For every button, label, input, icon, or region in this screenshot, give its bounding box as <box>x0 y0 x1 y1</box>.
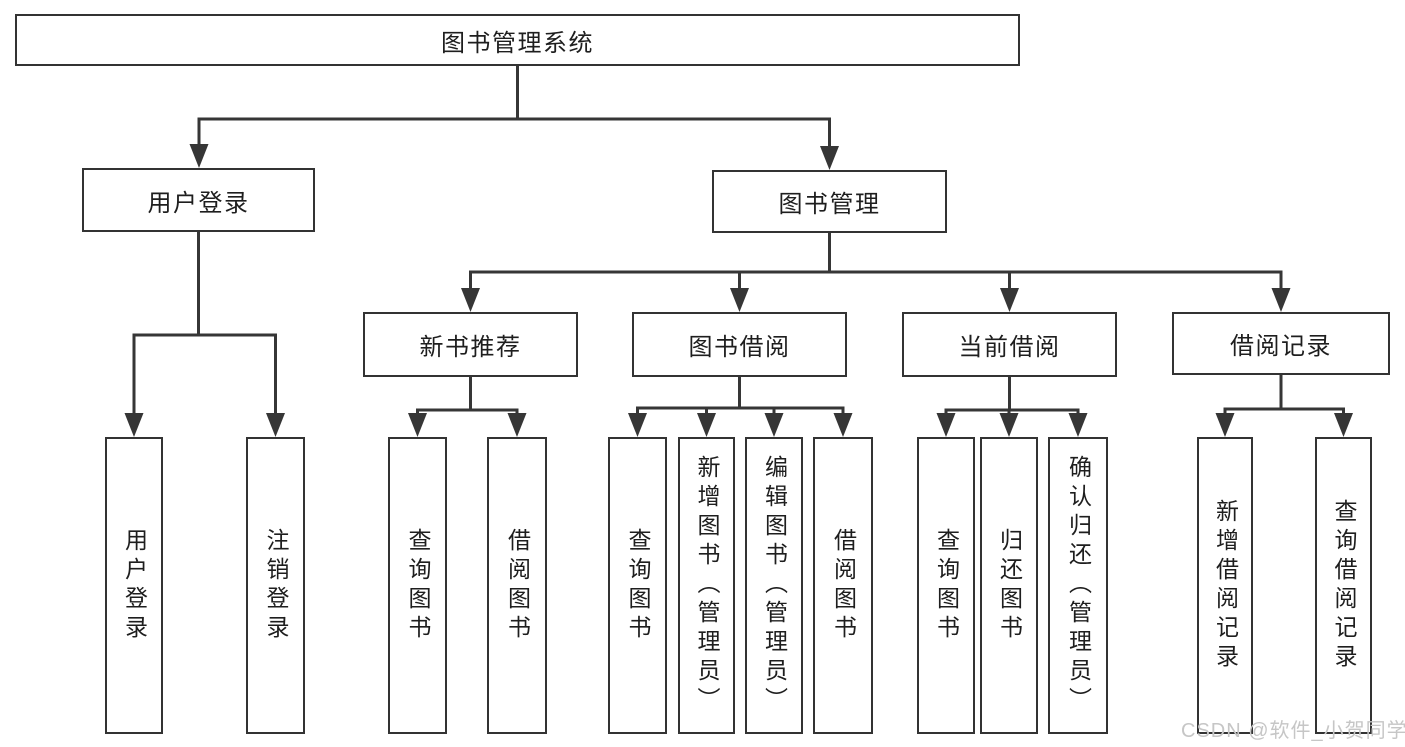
watermark: CSDN @软件_小贺同学 <box>1181 720 1405 742</box>
node-library-system: 图书管理系统 <box>15 14 1020 66</box>
arrowhead-icon <box>820 146 839 170</box>
arrowhead-icon <box>1334 413 1353 437</box>
node-borrowing-records: 借阅记录 <box>1172 312 1390 375</box>
node-current-borrowing: 当前借阅 <box>902 312 1117 377</box>
node-leaf-query-books-2: 查询图书 <box>608 437 667 734</box>
node-leaf-borrow-books-2: 借阅图书 <box>813 437 873 734</box>
arrowhead-icon <box>833 413 853 437</box>
arrowhead-icon <box>730 288 749 312</box>
arrowhead-icon <box>124 413 144 437</box>
arrowhead-icon <box>461 288 480 312</box>
node-leaf-confirm-return-admin: 确认归还（管理员） <box>1048 437 1108 734</box>
arrowhead-icon <box>507 413 527 437</box>
node-leaf-edit-book-admin: 编辑图书（管理员） <box>745 437 803 734</box>
node-leaf-query-books-1: 查询图书 <box>388 437 447 734</box>
arrowhead-icon <box>1068 413 1088 437</box>
node-leaf-query-books-3: 查询图书 <box>917 437 975 734</box>
arrowhead-icon <box>999 413 1019 437</box>
node-leaf-query-borrow-record: 查询借阅记录 <box>1315 437 1372 734</box>
node-leaf-add-book-admin: 新增图书（管理员） <box>678 437 735 734</box>
arrowhead-icon <box>189 144 209 168</box>
arrowhead-icon <box>936 413 956 437</box>
node-book-borrowing: 图书借阅 <box>632 312 847 377</box>
node-leaf-user-login: 用户登录 <box>105 437 163 734</box>
arrowhead-icon <box>408 413 427 437</box>
node-leaf-return-books: 归还图书 <box>980 437 1038 734</box>
node-leaf-borrow-books-1: 借阅图书 <box>487 437 547 734</box>
node-book-management: 图书管理 <box>712 170 947 233</box>
arrowhead-icon <box>266 413 285 437</box>
arrowhead-icon <box>697 413 716 437</box>
node-leaf-add-borrow-record: 新增借阅记录 <box>1197 437 1253 734</box>
arrowhead-icon <box>764 413 784 437</box>
node-leaf-logout: 注销登录 <box>246 437 305 734</box>
arrowhead-icon <box>1215 413 1235 437</box>
arrowhead-icon <box>1000 288 1019 312</box>
arrowhead-icon <box>628 413 647 437</box>
node-user-login: 用户登录 <box>82 168 315 232</box>
arrowhead-icon <box>1271 288 1291 312</box>
node-new-book-recommendation: 新书推荐 <box>363 312 578 377</box>
